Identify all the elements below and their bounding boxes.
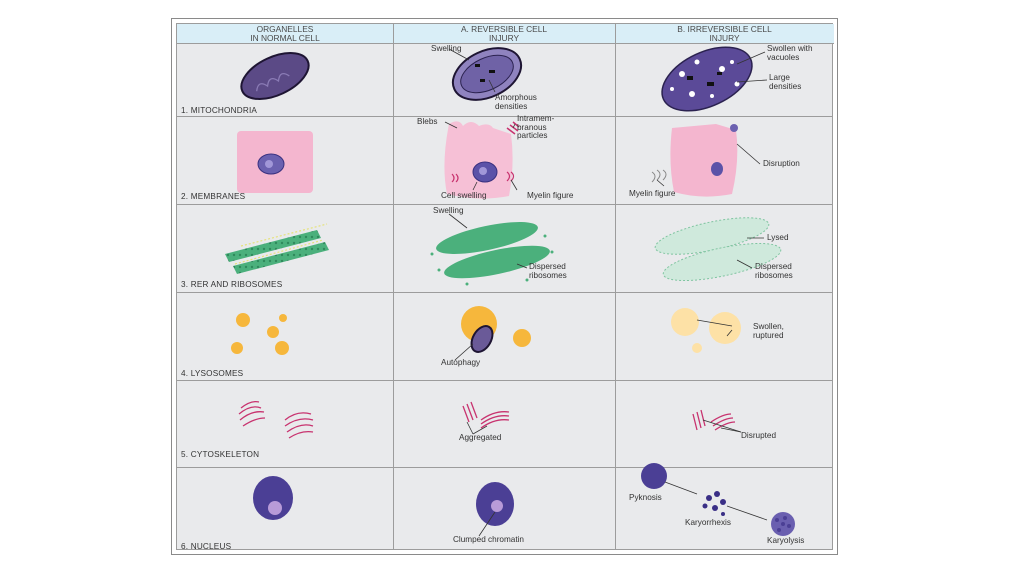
label-lysed: Lysed <box>767 233 789 242</box>
row-label-lysosomes: 4. LYSOSOMES <box>181 369 244 378</box>
label-swelling: Swelling <box>431 44 462 53</box>
label-myelin-figure-reversible: Myelin figure <box>527 191 574 200</box>
row-label-cytoskeleton: 5. CYTOSKELETON <box>181 450 260 459</box>
row-divider <box>177 380 832 381</box>
row-divider <box>177 292 832 293</box>
label-pyknosis: Pyknosis <box>629 493 662 502</box>
lysosome-autophagy <box>461 306 531 353</box>
label-disrupted: Disrupted <box>741 431 777 440</box>
label-dispersed-ribosomes-irreversible: Dispersed ribosomes <box>755 262 793 280</box>
rer-lysed <box>654 217 782 282</box>
label-disruption: Disruption <box>763 159 800 168</box>
label-dispersed-ribosomes-reversible: Dispersed ribosomes <box>529 262 567 280</box>
label-large-densities: Large densities <box>769 73 802 91</box>
label-karyorrhexis: Karyorrhexis <box>685 518 731 527</box>
row-label-nucleus: 6. NUCLEUS <box>181 542 232 551</box>
mitochondrion-normal <box>240 52 310 100</box>
lysosomes-normal <box>231 313 289 355</box>
label-amorphous-densities: Amorphous densities <box>495 93 537 111</box>
leader-lines <box>444 48 768 537</box>
row-divider <box>177 204 832 205</box>
label-karyolysis: Karyolysis <box>767 536 805 545</box>
cytoskeleton-normal <box>238 400 314 439</box>
nucleus-karyolysis <box>771 512 795 536</box>
row-label-membranes: 2. MEMBRANES <box>181 192 246 201</box>
nucleus-karyorrhexis <box>702 491 726 516</box>
lysosomes-ruptured <box>671 308 741 353</box>
comparison-table: ORGANELLES IN NORMAL CELL A. REVERSIBLE … <box>176 23 834 551</box>
cell-disrupted <box>651 124 738 197</box>
row-divider <box>177 116 832 117</box>
rer-normal <box>225 223 329 274</box>
header-reversible-text: A. REVERSIBLE CELL INJURY <box>460 24 548 43</box>
cytoskeleton-aggregated <box>462 401 510 429</box>
row-label-rer: 3. RER AND RIBOSOMES <box>181 280 283 289</box>
label-swollen-ruptured: Swollen, ruptured <box>753 322 784 340</box>
nucleus-pyknosis <box>641 463 667 489</box>
row-divider <box>177 467 832 468</box>
label-blebs: Blebs <box>417 117 438 126</box>
label-swelling-rer: Swelling <box>433 206 464 215</box>
header-normal: ORGANELLES IN NORMAL CELL <box>177 24 393 44</box>
mitochondrion-ruptured <box>661 46 753 112</box>
cytoskeleton-disrupted <box>692 409 736 431</box>
label-swollen-with-vacuoles: Swollen with vacuoles <box>767 44 813 62</box>
row-label-mitochondria: 1. MITOCHONDRIA <box>181 106 258 115</box>
label-clumped-chromatin: Clumped chromatin <box>453 535 524 544</box>
column-divider <box>393 24 394 549</box>
mitochondrion-swollen <box>451 47 523 101</box>
cell-normal <box>237 131 313 193</box>
figure-frame: ORGANELLES IN NORMAL CELL A. REVERSIBLE … <box>171 18 838 555</box>
header-irreversible-text: B. IRREVERSIBLE CELL INJURY <box>677 24 772 43</box>
cell-swollen <box>444 121 520 199</box>
label-myelin-figure-irreversible: Myelin figure <box>629 189 676 198</box>
illustration-layer <box>225 46 795 537</box>
header-reversible: A. REVERSIBLE CELL INJURY <box>393 24 615 44</box>
label-autophagy: Autophagy <box>441 358 481 367</box>
rer-swollen <box>430 222 554 286</box>
header-normal-text: ORGANELLES IN NORMAL CELL <box>250 24 320 43</box>
label-cell-swelling: Cell swelling <box>441 191 487 200</box>
header-irreversible: B. IRREVERSIBLE CELL INJURY <box>615 24 834 44</box>
nucleus-normal <box>253 476 293 520</box>
column-divider <box>615 24 616 549</box>
label-aggregated: Aggregated <box>459 433 502 442</box>
label-intramembranous-particles: Intramem- branous particles <box>517 114 555 141</box>
nucleus-clumped <box>476 482 514 526</box>
